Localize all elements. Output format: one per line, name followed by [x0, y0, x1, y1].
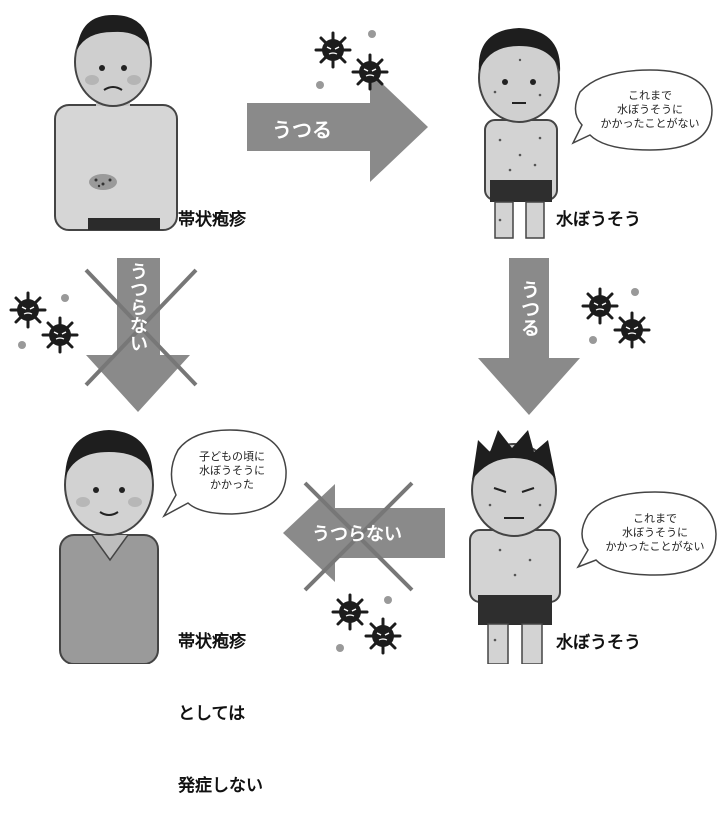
- caption-line-3: 発症しない: [178, 776, 263, 796]
- virus-group-left: [9, 291, 79, 354]
- arrow-label-right: うつる: [518, 280, 540, 337]
- boy-with-chickenpox-bottom: [469, 430, 561, 664]
- bubble-line: これまで: [628, 89, 672, 102]
- adult-man-immune: [59, 430, 159, 664]
- arrow-label-top: うつる: [272, 118, 332, 142]
- arrow-left: [84, 258, 198, 412]
- caption-chickenpox-top: 水ぼうそう: [556, 210, 641, 230]
- bubble-text-bottom-right: これまで 水ぼうそうに かかったことがない: [598, 512, 712, 554]
- caption-line-1: 帯状疱疹: [178, 632, 246, 652]
- virus-group-bottom: [331, 593, 402, 655]
- bubble-line: 水ぼうそうに: [199, 464, 265, 477]
- caption-line-2: としては: [178, 704, 246, 724]
- arrow-right: [478, 258, 580, 415]
- arrow-label-left: うつらない: [127, 262, 148, 352]
- bubble-line: かかったことがない: [605, 540, 705, 553]
- bubble-line: これまで: [633, 512, 677, 525]
- bubble-line: かかったことがない: [600, 117, 700, 130]
- infection-diagram: [9, 15, 717, 664]
- speech-bubble-bottom-right: [576, 491, 717, 576]
- virus-group-top: [314, 30, 389, 91]
- arrow-top: [247, 72, 428, 182]
- caption-shingles-top: 帯状疱疹: [178, 210, 246, 230]
- caption-chickenpox-bottom: 水ぼうそう: [556, 633, 641, 653]
- bubble-text-bottom-left: 子どもの頃に 水ぼうそうに かかった: [184, 450, 280, 492]
- boy-with-chickenpox-top: [478, 28, 561, 239]
- bubble-line: 水ぼうそうに: [622, 526, 688, 539]
- arrow-bottom: [283, 481, 445, 592]
- speech-bubble-bottom-left: [162, 429, 287, 518]
- bubble-line: 子どもの頃に: [199, 450, 265, 463]
- speech-bubble-top-right: [571, 69, 713, 151]
- caption-not-developed: 帯状疱疹 としては 発症しない: [178, 582, 263, 822]
- man-with-shingles: [54, 15, 178, 231]
- bubble-line: 水ぼうそうに: [617, 103, 683, 116]
- arrow-label-bottom: うつらない: [312, 524, 402, 545]
- virus-group-right: [581, 287, 651, 349]
- bubble-text-top-right: これまで 水ぼうそうに かかったことがない: [594, 89, 706, 131]
- bubble-line: かかった: [210, 478, 254, 491]
